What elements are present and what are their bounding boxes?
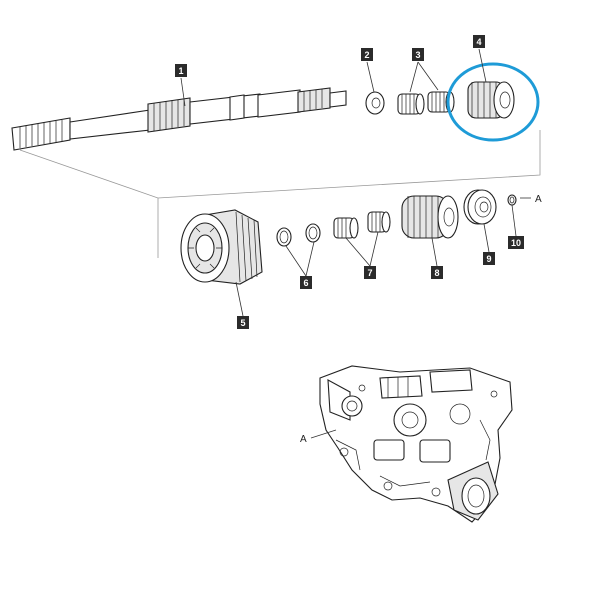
svg-text:8: 8 bbox=[434, 268, 439, 278]
small-spur-gear bbox=[467, 81, 515, 119]
callout-5: 5 bbox=[237, 316, 249, 329]
svg-text:7: 7 bbox=[367, 268, 372, 278]
svg-text:4: 4 bbox=[476, 37, 481, 47]
transmission-housing bbox=[319, 365, 513, 523]
callout-2: 2 bbox=[361, 48, 373, 61]
svg-text:9: 9 bbox=[486, 254, 491, 264]
svg-text:2: 2 bbox=[364, 50, 369, 60]
callout-6: 6 bbox=[300, 276, 312, 289]
callout-3: 3 bbox=[412, 48, 424, 61]
highlight-circle bbox=[446, 62, 540, 142]
svg-text:10: 10 bbox=[511, 238, 521, 248]
callout-4: 4 bbox=[473, 35, 485, 48]
reference-letter-a-housing: A bbox=[300, 434, 307, 445]
ball-bearing bbox=[463, 189, 497, 225]
svg-text:5: 5 bbox=[240, 318, 245, 328]
main-shaft bbox=[11, 87, 347, 151]
callout-8: 8 bbox=[431, 266, 443, 279]
clutch-drum-assembly bbox=[180, 209, 263, 285]
callout-10: 10 bbox=[508, 236, 524, 249]
svg-text:6: 6 bbox=[303, 278, 308, 288]
cluster-gear bbox=[401, 195, 459, 239]
svg-text:3: 3 bbox=[415, 50, 420, 60]
assembly-frame-lines bbox=[19, 130, 541, 258]
thrust-washer bbox=[365, 91, 385, 115]
callout-1: 1 bbox=[175, 64, 187, 77]
snap-ring-pair bbox=[276, 223, 321, 247]
needle-bearing-pair bbox=[397, 91, 455, 115]
callout-9: 9 bbox=[483, 252, 495, 265]
o-ring bbox=[507, 194, 517, 206]
svg-text:1: 1 bbox=[178, 66, 183, 76]
reference-letter-a-upper: A bbox=[535, 194, 542, 205]
needle-bearing-pair-lower bbox=[333, 211, 391, 239]
callout-7: 7 bbox=[364, 266, 376, 279]
leader-lines bbox=[180, 48, 531, 439]
